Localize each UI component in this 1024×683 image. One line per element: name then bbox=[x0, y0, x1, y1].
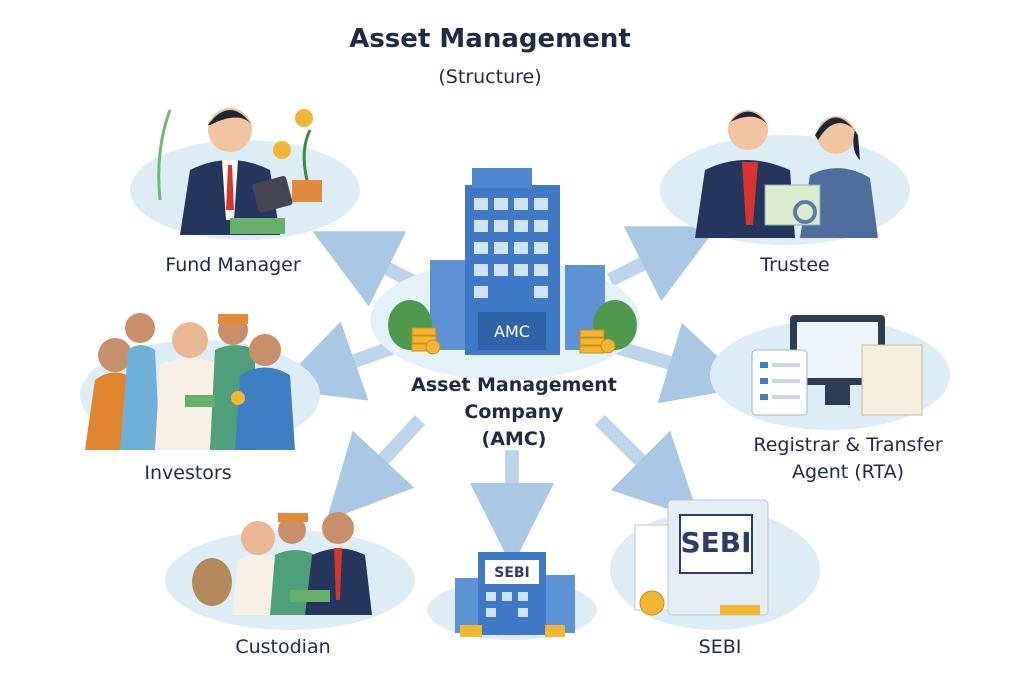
amc-label-line1: Asset Management bbox=[411, 374, 617, 396]
sebi-logo: SEBI bbox=[680, 526, 752, 559]
arrow-custodian bbox=[326, 415, 426, 521]
sebi-building-sign: SEBI bbox=[494, 565, 530, 581]
rta-label-line2: Agent (RTA) bbox=[791, 461, 905, 483]
page-subtitle: (Structure) bbox=[438, 66, 542, 88]
amc-label-line2: Company bbox=[464, 401, 564, 423]
custodian-label: Custodian bbox=[235, 636, 331, 658]
fund-manager-illustration bbox=[130, 108, 360, 240]
amc-building-illustration bbox=[370, 168, 640, 380]
arrow-sebi bbox=[595, 415, 700, 520]
investors-illustration bbox=[80, 313, 320, 450]
arrow-rta bbox=[607, 322, 751, 404]
custodian-illustration bbox=[165, 512, 415, 630]
arrow-trustee bbox=[606, 226, 718, 302]
rta-label: Registrar & Transfer Agent (RTA) bbox=[753, 432, 942, 486]
fund-manager-label: Fund Manager bbox=[165, 254, 301, 276]
arrow-investors bbox=[275, 321, 403, 401]
sebi-illustration bbox=[610, 499, 820, 630]
investors-label: Investors bbox=[144, 462, 232, 484]
rta-label-line1: Registrar & Transfer bbox=[753, 434, 943, 456]
rta-illustration bbox=[710, 315, 950, 430]
amc-sign: AMC bbox=[494, 322, 530, 341]
arrows bbox=[275, 226, 751, 567]
sebi-label: SEBI bbox=[698, 636, 742, 658]
amc-label: Asset Management Company (AMC) bbox=[411, 372, 617, 453]
sebi-building-illustration bbox=[427, 552, 597, 640]
trustee-label: Trustee bbox=[760, 254, 830, 276]
page-title: Asset Management bbox=[349, 24, 631, 54]
trustee-illustration bbox=[660, 110, 910, 245]
amc-label-line3: (AMC) bbox=[481, 428, 547, 450]
